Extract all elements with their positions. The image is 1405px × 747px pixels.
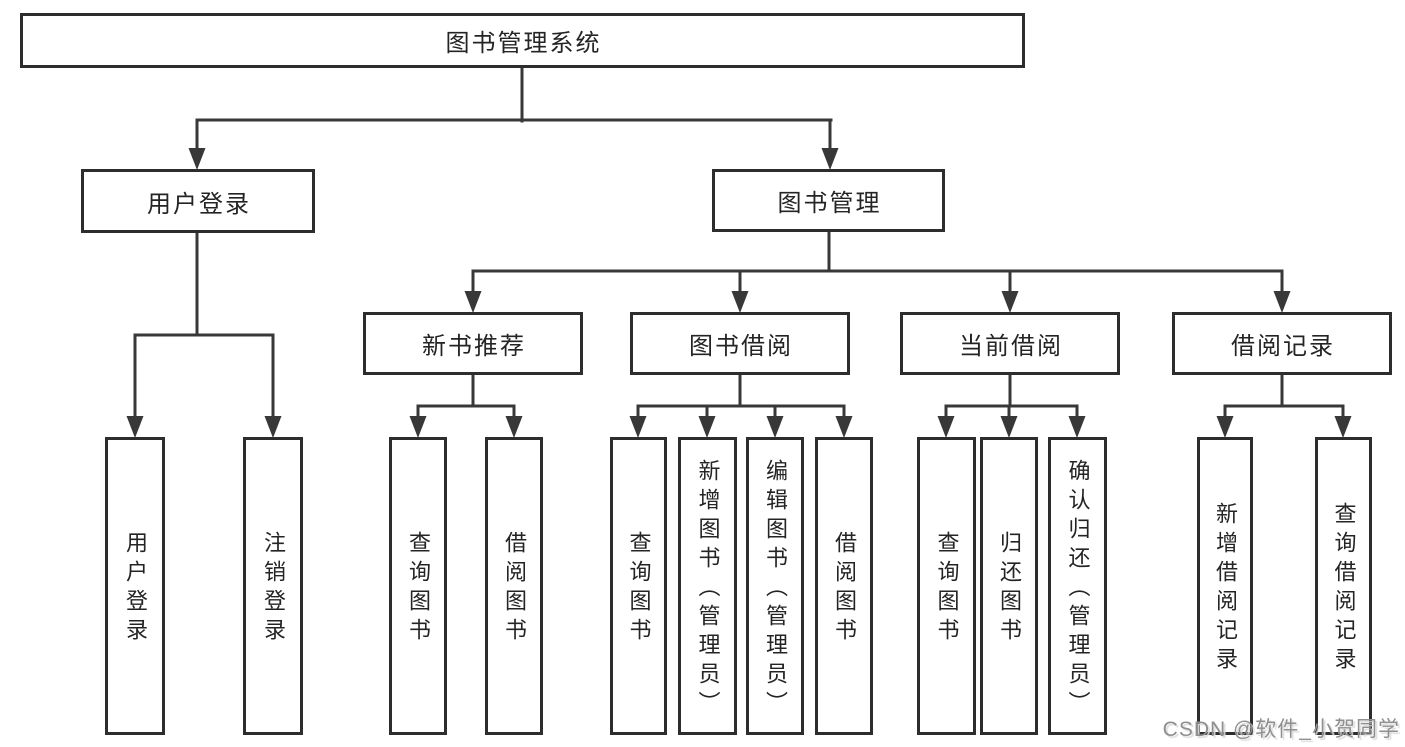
connector-arrowhead	[937, 416, 955, 438]
connector-arrowhead	[264, 416, 282, 438]
node-leaf-user-login: 用户登录	[105, 437, 165, 735]
node-leaf-query-books-recommend: 查询图书	[389, 437, 447, 735]
node-leaf-borrow-books-recommend: 借阅图书	[485, 437, 543, 735]
node-leaf-edit-books-admin: 编辑图书（管理员）	[746, 437, 804, 735]
node-leaf-query-borrow-record: 查询借阅记录	[1315, 437, 1372, 735]
node-root-system: 图书管理系统	[20, 13, 1025, 68]
connector-arrowhead	[188, 148, 206, 170]
node-label: 新增图书（管理员）	[695, 458, 721, 720]
node-label: 用户登录	[147, 190, 251, 218]
node-label: 确认归还（管理员）	[1065, 458, 1091, 720]
node-leaf-confirm-return-admin: 确认归还（管理员）	[1048, 437, 1107, 735]
connector-arrowhead	[1216, 416, 1234, 438]
connector-arrowhead	[505, 416, 523, 438]
node-label: 新书推荐	[422, 333, 526, 360]
connector-arrowhead	[698, 416, 716, 438]
connector-arrowhead	[821, 148, 839, 170]
node-label: 查询借阅记录	[1331, 502, 1357, 676]
connector-arrowhead	[126, 416, 144, 438]
node-leaf-borrow-books-borrowing: 借阅图书	[815, 437, 873, 735]
connector-arrowhead	[1068, 416, 1086, 438]
node-label: 查询图书	[934, 531, 960, 647]
node-label: 用户登录	[123, 531, 148, 647]
node-label: 查询图书	[626, 531, 652, 647]
connector-arrowhead	[766, 416, 784, 438]
node-leaf-return-books: 归还图书	[980, 437, 1038, 735]
node-label: 图书借阅	[689, 333, 793, 360]
node-branch-borrowing-records: 借阅记录	[1172, 312, 1392, 375]
node-label: 图书管理	[777, 190, 882, 217]
connector-arrowhead	[835, 416, 853, 438]
node-leaf-add-books-admin: 新增图书（管理员）	[678, 437, 737, 735]
node-label: 新增借阅记录	[1213, 502, 1238, 676]
connector-arrowhead	[731, 291, 749, 313]
connector-arrowhead	[1273, 291, 1291, 313]
node-leaf-add-borrow-record: 新增借阅记录	[1197, 437, 1253, 735]
node-branch-book-management: 图书管理	[712, 169, 945, 232]
node-branch-new-book-recommend: 新书推荐	[363, 312, 583, 375]
connector-arrowhead	[1000, 416, 1018, 438]
node-branch-book-borrowing: 图书借阅	[630, 312, 850, 375]
node-leaf-logout: 注销登录	[243, 437, 303, 735]
node-label: 借阅记录	[1231, 333, 1335, 360]
node-leaf-query-books-current: 查询图书	[917, 437, 976, 735]
node-label: 归还图书	[997, 531, 1022, 647]
node-label: 当前借阅	[959, 333, 1063, 360]
node-branch-current-borrowing: 当前借阅	[900, 312, 1120, 375]
connector-arrowhead	[1334, 416, 1352, 438]
watermark: CSDN @软件_小贺同学	[1162, 718, 1400, 741]
connector-arrowhead	[409, 416, 427, 438]
node-leaf-query-books-borrowing: 查询图书	[610, 437, 667, 735]
node-branch-user-login: 用户登录	[81, 169, 315, 233]
node-label: 查询图书	[406, 531, 431, 647]
node-label: 编辑图书（管理员）	[763, 458, 788, 720]
node-label: 借阅图书	[502, 531, 527, 647]
connector-arrowhead	[629, 416, 647, 438]
connector-arrowhead	[1001, 291, 1019, 313]
connector-arrowhead	[464, 291, 482, 313]
node-label: 图书管理系统	[445, 30, 602, 57]
node-label: 注销登录	[261, 531, 286, 647]
node-label: 借阅图书	[832, 531, 857, 647]
